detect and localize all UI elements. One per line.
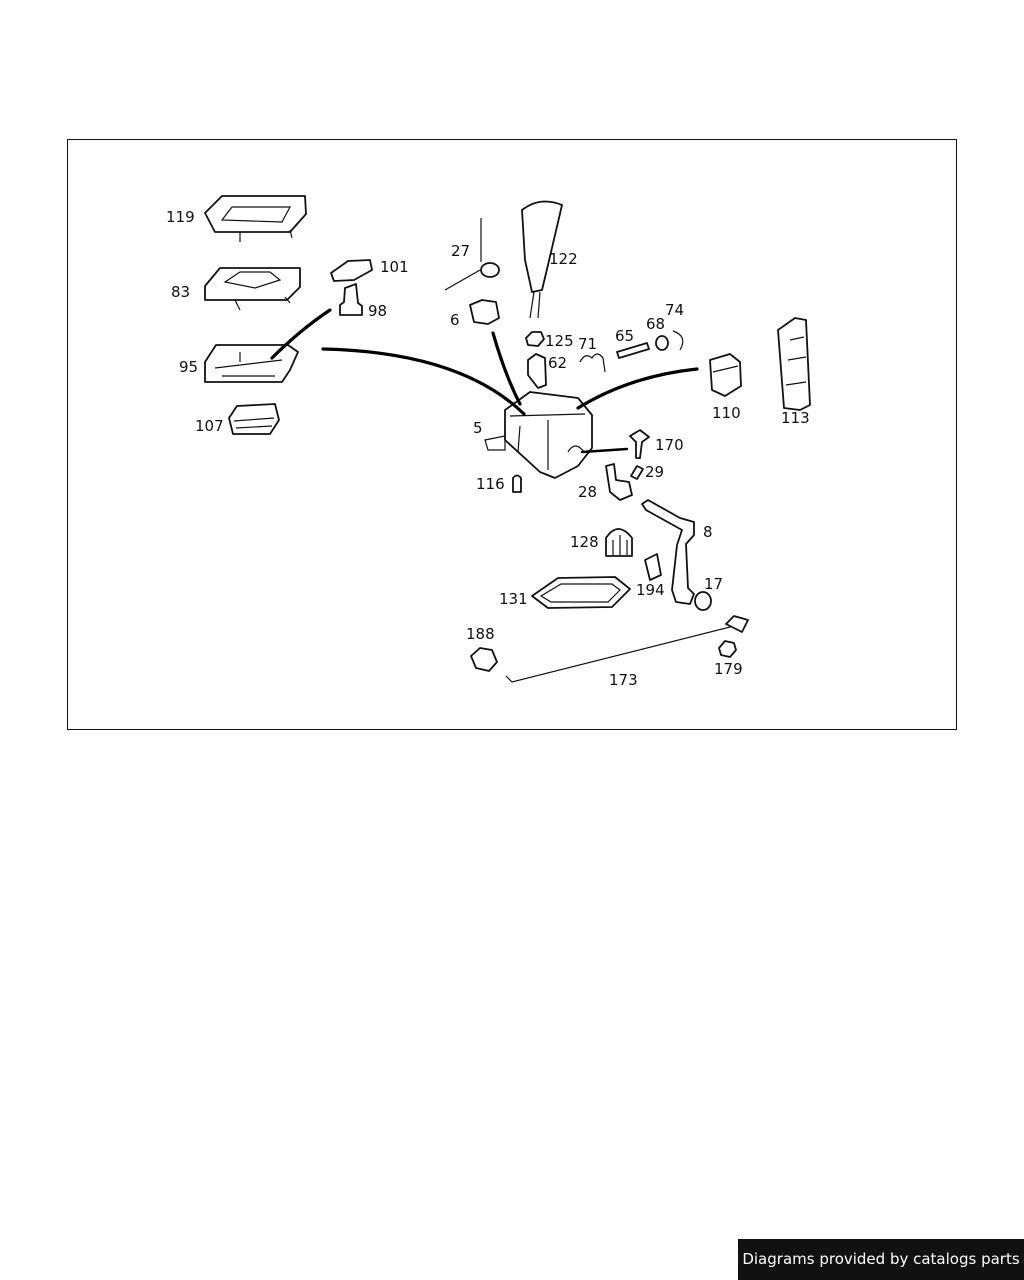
- part-28-lever: [605, 463, 633, 501]
- label-68: 68: [646, 315, 665, 333]
- part-131-gasket: [531, 576, 631, 609]
- part-179-nut: [718, 640, 737, 658]
- part-5-shifter-housing: [484, 391, 593, 479]
- label-188: 188: [466, 625, 495, 643]
- leader-6-to-5: [491, 331, 522, 406]
- part-119-trim-frame: [204, 195, 307, 242]
- leader-lines: [270, 308, 699, 454]
- leader-170-to-5: [580, 447, 629, 454]
- part-110-switch: [709, 353, 742, 397]
- leader-98-to-95: [270, 308, 332, 360]
- label-28: 28: [578, 483, 597, 501]
- part-8-selector-arm: [641, 499, 695, 605]
- label-71: 71: [578, 335, 597, 353]
- part-6-clip: [469, 299, 500, 325]
- part-27-cable: [444, 218, 500, 291]
- part-29-sleeve: [630, 465, 644, 480]
- label-17: 17: [704, 575, 723, 593]
- part-95-housing: [204, 344, 299, 383]
- part-62-bracket: [527, 353, 547, 389]
- label-116: 116: [476, 475, 505, 493]
- part-125-nut: [525, 331, 545, 347]
- part-116-pin: [512, 474, 522, 493]
- label-128: 128: [570, 533, 599, 551]
- label-119: 119: [166, 208, 195, 226]
- part-71-spring: [579, 353, 606, 373]
- part-128-insert: [605, 528, 633, 557]
- label-8: 8: [703, 523, 713, 541]
- part-107-boot: [228, 403, 280, 435]
- part-122-shift-knob: [521, 200, 563, 319]
- part-68-bush: [655, 335, 669, 351]
- label-122: 122: [549, 250, 578, 268]
- label-6: 6: [450, 311, 460, 329]
- label-83: 83: [171, 283, 190, 301]
- part-101-cap: [330, 259, 373, 282]
- label-65: 65: [615, 327, 634, 345]
- part-83-cover-plate: [204, 267, 301, 311]
- label-179: 179: [714, 660, 743, 678]
- label-107: 107: [195, 417, 224, 435]
- label-131: 131: [499, 590, 528, 608]
- part-98-bracket: [339, 283, 363, 316]
- diagram-frame: [67, 139, 957, 730]
- label-95: 95: [179, 358, 198, 376]
- part-170-bolt: [629, 429, 650, 459]
- part-188-grommet: [470, 647, 498, 672]
- label-110: 110: [712, 404, 741, 422]
- part-194-clip: [644, 553, 662, 581]
- part-17-bush: [694, 591, 712, 611]
- credit-badge: Diagrams provided by catalogs parts: [738, 1239, 1024, 1280]
- leader-95-to-5: [321, 347, 526, 416]
- leader-110-to-5: [576, 367, 699, 410]
- label-170: 170: [655, 436, 684, 454]
- label-29: 29: [645, 463, 664, 481]
- label-125: 125: [545, 332, 574, 350]
- part-65-pin: [616, 342, 650, 359]
- label-173: 173: [609, 671, 638, 689]
- label-27: 27: [451, 242, 470, 260]
- part-173-rod: [505, 615, 749, 683]
- label-5: 5: [473, 419, 483, 437]
- label-101: 101: [380, 258, 409, 276]
- label-113: 113: [781, 409, 810, 427]
- callout-labels: 119 83 101 98 95 107 27 122 6 125 62 71 …: [166, 208, 810, 689]
- part-74-ring: [672, 330, 684, 351]
- part-113-guide: [777, 317, 811, 411]
- label-62: 62: [548, 354, 567, 372]
- label-74: 74: [665, 301, 684, 319]
- label-98: 98: [368, 302, 387, 320]
- label-194: 194: [636, 581, 665, 599]
